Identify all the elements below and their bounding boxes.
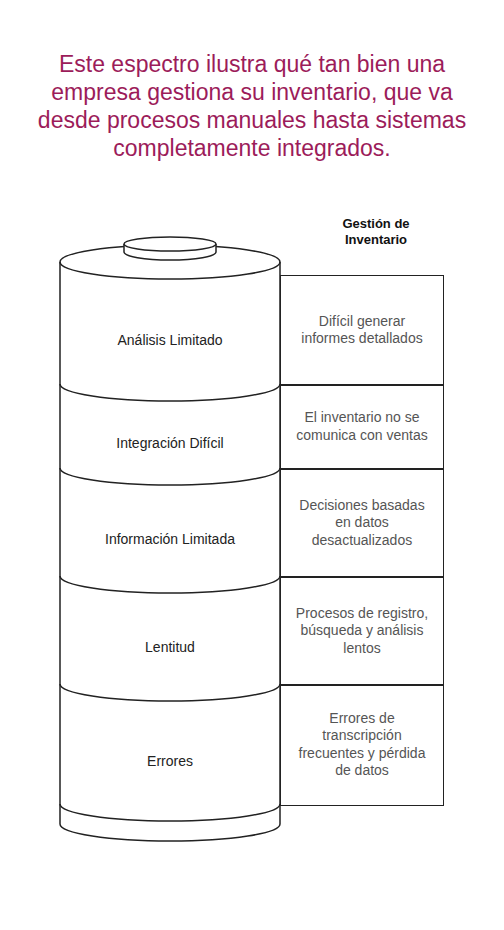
column-heading: Gestión de Inventario bbox=[326, 216, 426, 249]
cylinder-band: Análisis Limitado bbox=[60, 262, 280, 401]
band-outline bbox=[60, 576, 280, 701]
band-text-holder: Integración Difícil bbox=[60, 401, 280, 485]
box-description: Errores de transcripción frecuentes y pé… bbox=[295, 710, 429, 780]
band-outline bbox=[60, 468, 280, 593]
box-description: Decisiones basadas en datos desactualiza… bbox=[295, 497, 429, 550]
band-outline-path bbox=[60, 684, 280, 821]
band-label: Lentitud bbox=[145, 639, 195, 655]
box-description: Procesos de registro, búsqueda y análisi… bbox=[295, 605, 429, 658]
band-text-holder: Información Limitada bbox=[60, 485, 280, 593]
band-outline-path bbox=[60, 468, 280, 593]
description-box: Procesos de registro, búsqueda y análisi… bbox=[280, 576, 444, 686]
band-text-holder: Análisis Limitado bbox=[60, 279, 280, 401]
box-description: Difícil generar informes detallados bbox=[295, 313, 429, 348]
cylinder-cap-top bbox=[124, 237, 216, 251]
band-outline-path bbox=[60, 262, 280, 401]
band-label: Errores bbox=[147, 753, 193, 769]
band-label: Integración Difícil bbox=[116, 435, 223, 451]
description-box: Errores de transcripción frecuentes y pé… bbox=[280, 684, 444, 806]
band-label: Información Limitada bbox=[105, 531, 235, 547]
band-outline bbox=[60, 262, 280, 401]
cylinder-band: Información Limitada bbox=[60, 468, 280, 593]
cylinder-band: Lentitud bbox=[60, 576, 280, 701]
cylinder-band: Errores bbox=[60, 684, 280, 821]
cylinder-bottom-rim bbox=[60, 804, 280, 841]
band-outline bbox=[60, 684, 280, 821]
band-text-holder: Errores bbox=[60, 701, 280, 821]
box-description: El inventario no se comunica con ventas bbox=[295, 409, 429, 444]
band-label: Análisis Limitado bbox=[117, 332, 222, 348]
band-text-holder: Lentitud bbox=[60, 593, 280, 701]
diagram-title: Este espectro ilustra qué tan bien una e… bbox=[20, 50, 484, 162]
description-box: Decisiones basadas en datos desactualiza… bbox=[280, 468, 444, 578]
band-outline bbox=[60, 384, 280, 485]
cylinder-band: Integración Difícil bbox=[60, 384, 280, 485]
description-box: Difícil generar informes detallados bbox=[280, 275, 444, 386]
band-outline-path bbox=[60, 576, 280, 701]
description-box: El inventario no se comunica con ventas bbox=[280, 384, 444, 470]
band-outline-path bbox=[60, 384, 280, 485]
